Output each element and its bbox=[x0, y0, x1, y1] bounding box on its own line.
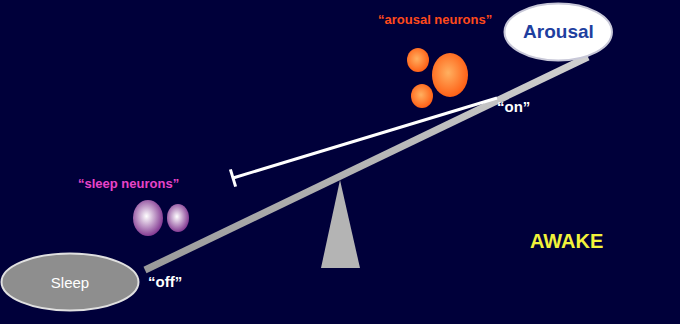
inhibition-connector bbox=[230, 98, 497, 187]
state-tag: “on” bbox=[497, 98, 530, 115]
sleep-ellipse: Sleep bbox=[0, 252, 140, 312]
state-label: Sleep bbox=[51, 274, 89, 291]
state-label: Arousal bbox=[523, 21, 594, 43]
state-title: AWAKE bbox=[530, 230, 603, 253]
sleep-neuron-cluster: “sleep neurons” bbox=[75, 176, 233, 242]
neuron-label: “sleep neurons” bbox=[78, 176, 179, 191]
neuron-cell bbox=[411, 84, 433, 108]
state-tag: “off” bbox=[148, 273, 182, 290]
fulcrum-triangle bbox=[321, 180, 360, 268]
arousal-ellipse: Arousal bbox=[503, 2, 613, 62]
ellipse-shape bbox=[2, 254, 139, 311]
ellipse-shape bbox=[505, 4, 612, 61]
neuron-cell bbox=[407, 48, 429, 72]
neuron-cell bbox=[432, 53, 468, 97]
arousal-neuron-cluster: “arousal neurons” bbox=[380, 8, 497, 113]
seesaw-beam bbox=[145, 57, 588, 270]
neuron-label: “arousal neurons” bbox=[378, 12, 492, 27]
neuron-cell bbox=[167, 204, 189, 232]
neuron-cell bbox=[133, 200, 163, 236]
